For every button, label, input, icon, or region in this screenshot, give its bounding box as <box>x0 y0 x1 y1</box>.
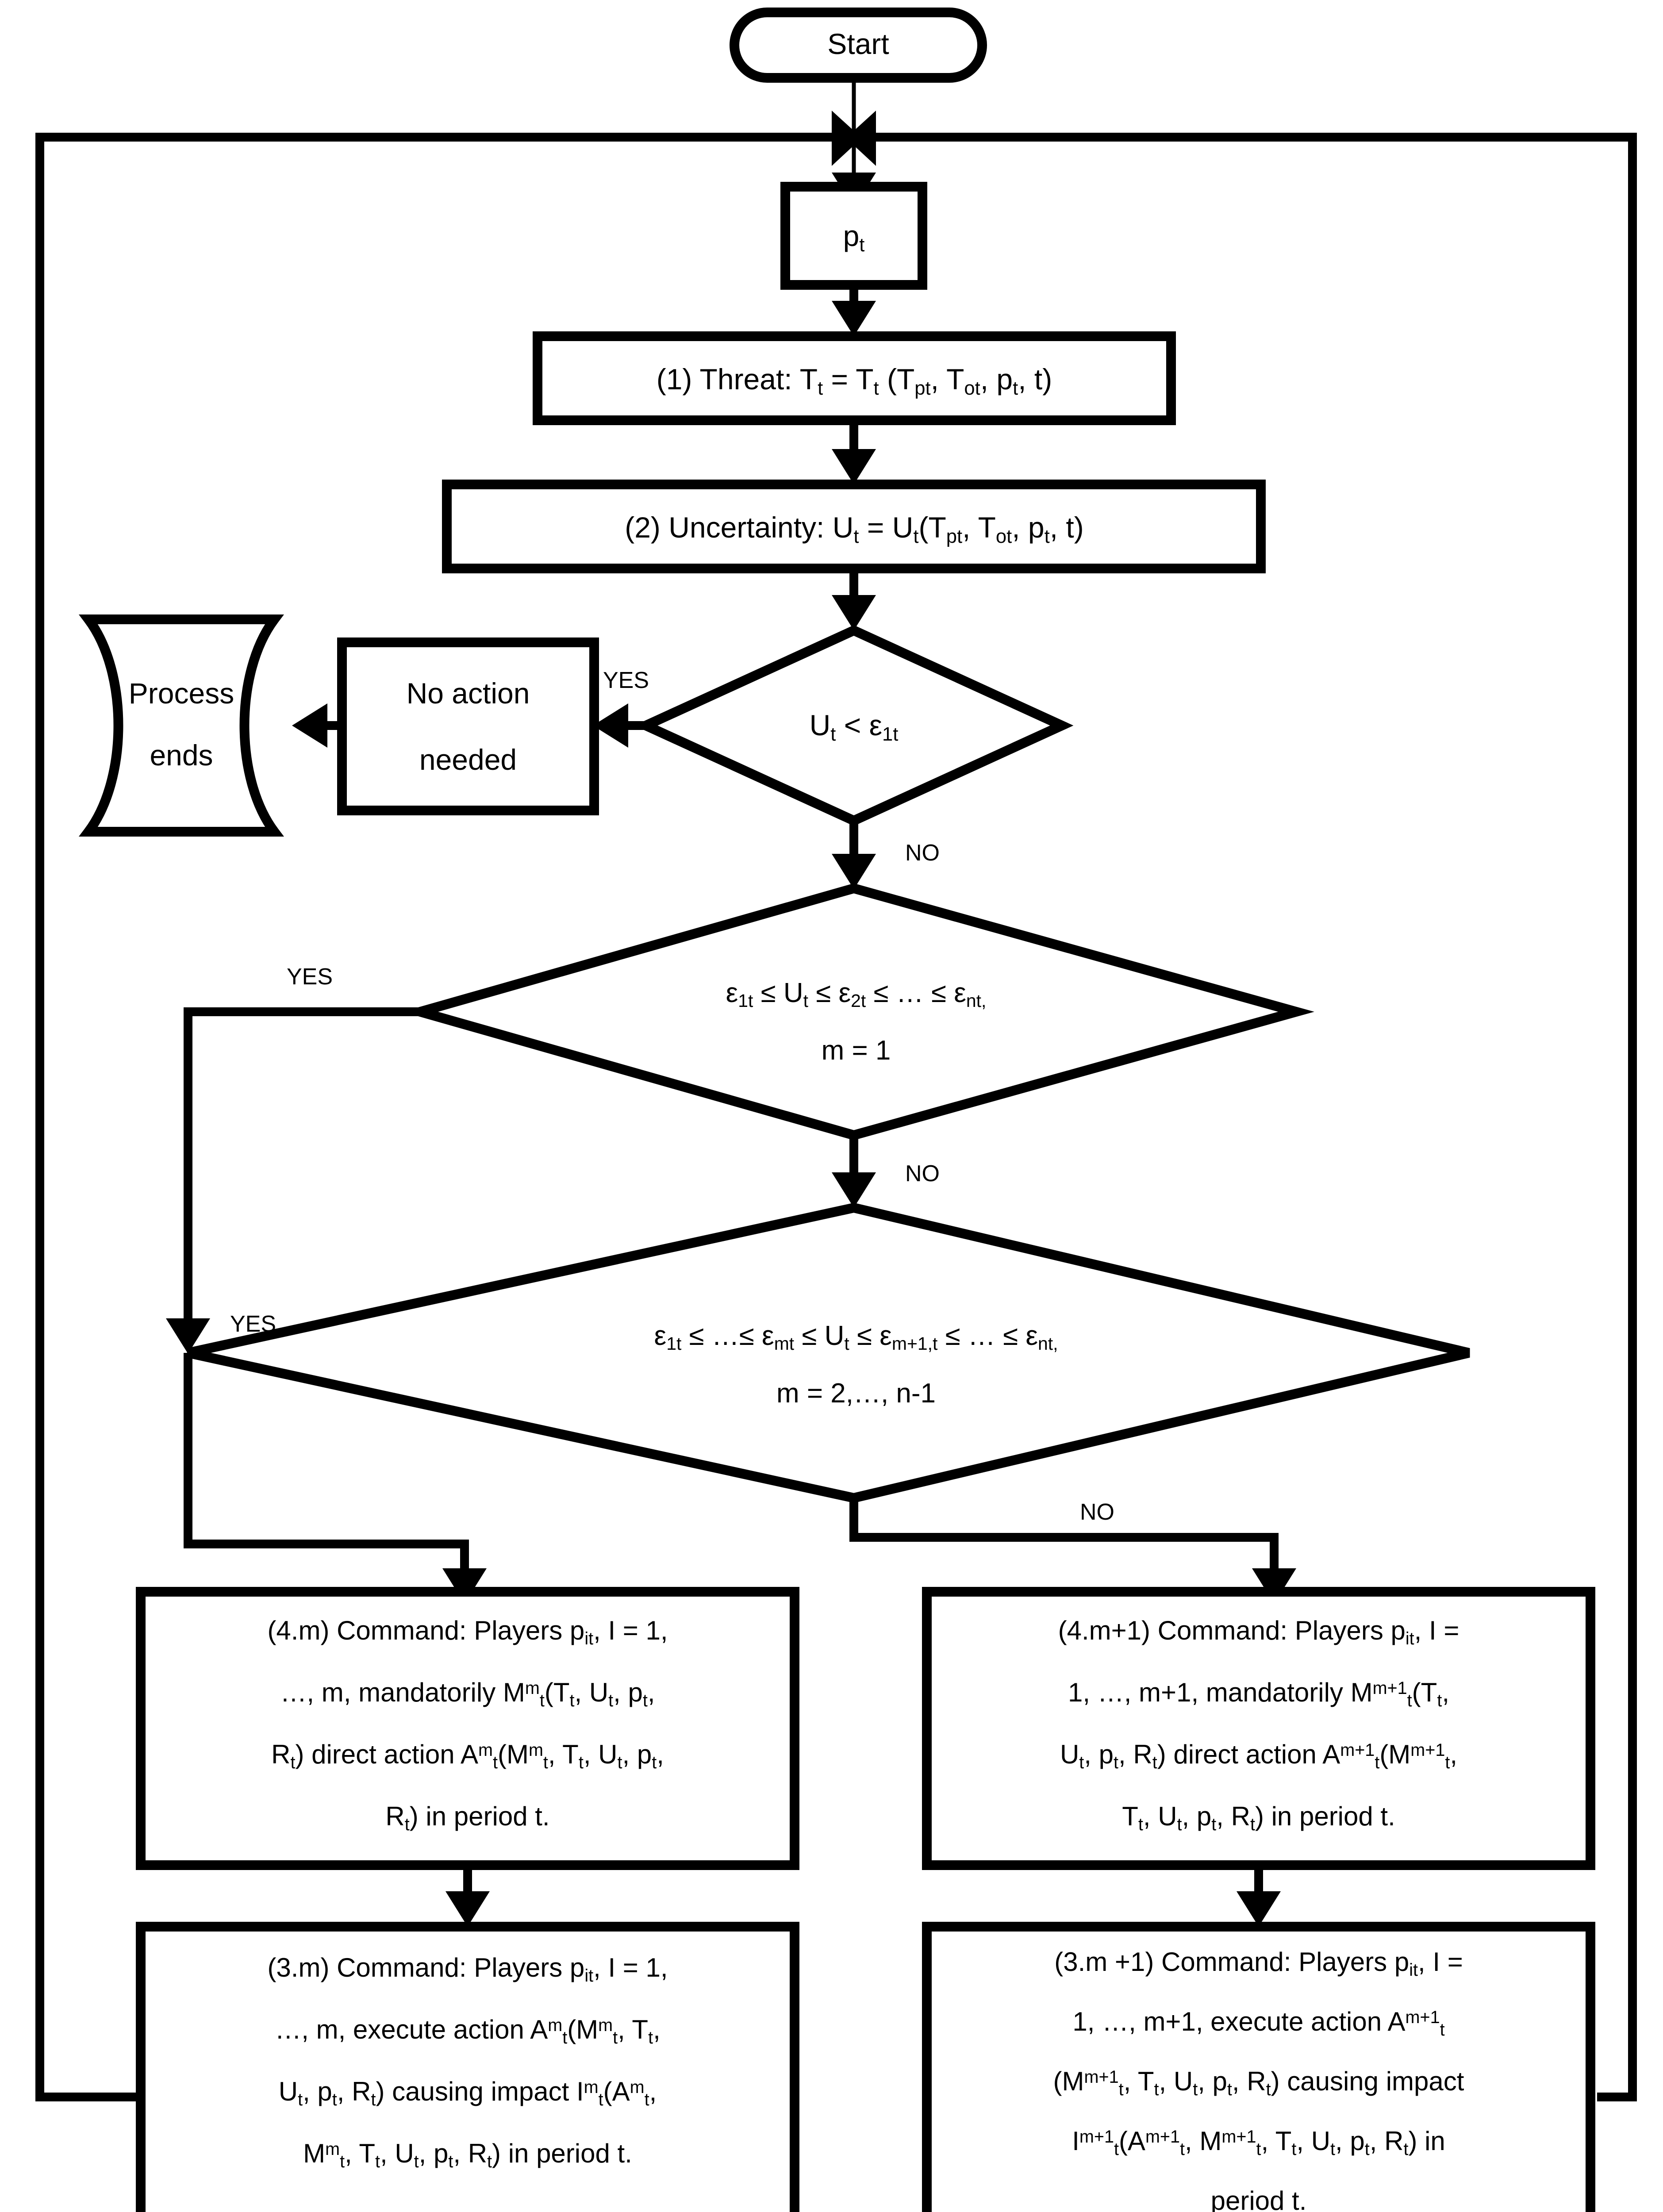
edge-d2-no-head <box>832 1172 876 1208</box>
cmd-3m-line-1: …, m, execute action Amt(Mmt, Tt, <box>275 2015 660 2047</box>
decision-3-line-1: ε1t ≤ …≤ εmt ≤ Ut ≤ εm+1,t ≤ … ≤ εnt, <box>654 1321 1058 1354</box>
decision-2-line-1: ε1t ≤ Ut ≤ ε2t ≤ … ≤ εnt, <box>726 978 987 1011</box>
edge-4m-to-3m-head <box>446 1891 490 1927</box>
node-pt: pt <box>780 182 927 290</box>
node-cmd-4m: (4.m) Command: Players pit, I = 1, …, m,… <box>136 1587 799 1870</box>
cmd-4m-line-3: Rt) in period t. <box>385 1801 549 1834</box>
cmd-3m1-line-3: Im+1t(Am+1t, Mm+1t, Tt, Ut, pt, Rt) in <box>1072 2126 1445 2159</box>
pt-label: pt <box>843 219 865 256</box>
edge-d3-yes <box>184 1353 469 1577</box>
cmd-3m-line-2: Ut, pt, Rt) causing impact Imt(Amt, <box>279 2077 657 2109</box>
no-action-line-1: No action <box>407 677 530 710</box>
edge-d1-yes-head <box>593 703 628 748</box>
cmd-4m1-line-2: Ut, pt, Rt) direct action Am+1t(Mm+1t, <box>1060 1740 1457 1772</box>
cmd-3m1-line-1: 1, …, m+1, execute action Am+1t <box>1072 2007 1444 2039</box>
cmd-4m-line-2: Rt) direct action Amt(Mmt, Tt, Ut, pt, <box>271 1740 664 1772</box>
node-cmd-4m1: (4.m+1) Command: Players pit, I = 1, …, … <box>922 1587 1595 1870</box>
threat-label: (1) Threat: Tt = Tt (Tpt, Tot, pt, t) <box>657 363 1052 399</box>
start-label: Start <box>827 27 889 60</box>
node-decision-3: ε1t ≤ …≤ εmt ≤ Ut ≤ εm+1,t ≤ … ≤ εnt, m … <box>187 1202 1470 1503</box>
process-ends-line-1: Process <box>129 677 234 710</box>
edge-d2-yes-head <box>166 1318 210 1354</box>
node-uncertainty: (2) Uncertainty: Ut = Ut(Tpt, Tot, pt, t… <box>442 480 1266 573</box>
node-no-action: No action needed <box>337 637 599 815</box>
cmd-3m1-line-2: (Mm+1t, Tt, Ut, pt, Rt) causing impact <box>1053 2066 1464 2099</box>
edge-label-d3-yes: YES <box>230 1311 276 1337</box>
edge-label-d2-no: NO <box>905 1161 940 1187</box>
edge-label-d2-yes: YES <box>287 964 333 990</box>
cmd-3m1-text: (3.m +1) Command: Players pit, I = 1, …,… <box>1053 1947 1464 2212</box>
node-start: Start <box>730 8 987 83</box>
loop-arrow-right-head <box>846 111 876 166</box>
cmd-4m1-text: (4.m+1) Command: Players pit, I = 1, …, … <box>1058 1616 1459 1834</box>
node-threat: (1) Threat: Tt = Tt (Tpt, Tot, pt, t) <box>533 331 1176 425</box>
cmd-4m1-line-1: 1, …, m+1, mandatorily Mm+1t(Tt, <box>1068 1678 1449 1710</box>
cmd-3m-text: (3.m) Command: Players pit, I = 1, …, m,… <box>267 1953 668 2171</box>
edge-threat-to-uncertainty-head <box>832 449 876 484</box>
edge-d3-no <box>849 1498 1279 1577</box>
edge-4m1-to-3m1-head <box>1237 1891 1281 1927</box>
cmd-4m-text: (4.m) Command: Players pit, I = 1, …, m,… <box>267 1616 668 1834</box>
cmd-4m1-line-0: (4.m+1) Command: Players pit, I = <box>1058 1616 1459 1648</box>
cmd-4m1-line-3: Tt, Ut, pt, Rt) in period t. <box>1122 1801 1395 1834</box>
cmd-3m1-line-4: period t. <box>1211 2186 1307 2212</box>
edge-d2-yes <box>184 1007 420 1332</box>
edge-label-d3-no: NO <box>1080 1499 1114 1525</box>
cmd-4m-line-1: …, m, mandatorily Mmt(Tt, Ut, pt, <box>280 1678 655 1710</box>
uncertainty-label: (2) Uncertainty: Ut = Ut(Tpt, Tot, pt, t… <box>625 511 1084 547</box>
no-action-line-2: needed <box>419 743 517 776</box>
edge-pt-to-threat-head <box>832 301 876 336</box>
node-decision-2: ε1t ≤ Ut ≤ ε2t ≤ … ≤ εnt, m = 1 <box>402 883 1314 1141</box>
decision-1-label: Ut < ε1t <box>810 709 899 745</box>
node-cmd-3m: (3.m) Command: Players pit, I = 1, …, m,… <box>136 1922 799 2212</box>
node-decision-1: Ut < ε1t <box>634 625 1074 826</box>
node-process-ends: Process ends <box>79 614 284 837</box>
edge-uncertainty-to-d1-head <box>832 595 876 630</box>
edge-d1-no-head <box>832 854 876 889</box>
decision-3-line-2: m = 2,…, n-1 <box>776 1378 936 1409</box>
node-cmd-3m1: (3.m +1) Command: Players pit, I = 1, …,… <box>922 1922 1595 2212</box>
edge-noaction-to-end-head <box>292 703 327 748</box>
outer-loop-right <box>869 133 1637 2101</box>
cmd-3m1-line-0: (3.m +1) Command: Players pit, I = <box>1054 1947 1463 1980</box>
cmd-3m-line-3: Mmt, Tt, Ut, pt, Rt) in period t. <box>303 2139 632 2171</box>
edge-label-d1-no: NO <box>905 840 940 866</box>
edge-d3-no-head <box>1252 1568 1296 1604</box>
edge-d3-yes-head <box>442 1568 487 1604</box>
cmd-4m-line-0: (4.m) Command: Players pit, I = 1, <box>267 1616 668 1648</box>
edge-label-d1-yes: YES <box>603 668 649 693</box>
cmd-3m-line-0: (3.m) Command: Players pit, I = 1, <box>267 1953 668 1985</box>
process-ends-line-2: ends <box>150 739 213 772</box>
decision-2-line-2: m = 1 <box>822 1035 891 1066</box>
outer-loop-left <box>35 133 837 2101</box>
